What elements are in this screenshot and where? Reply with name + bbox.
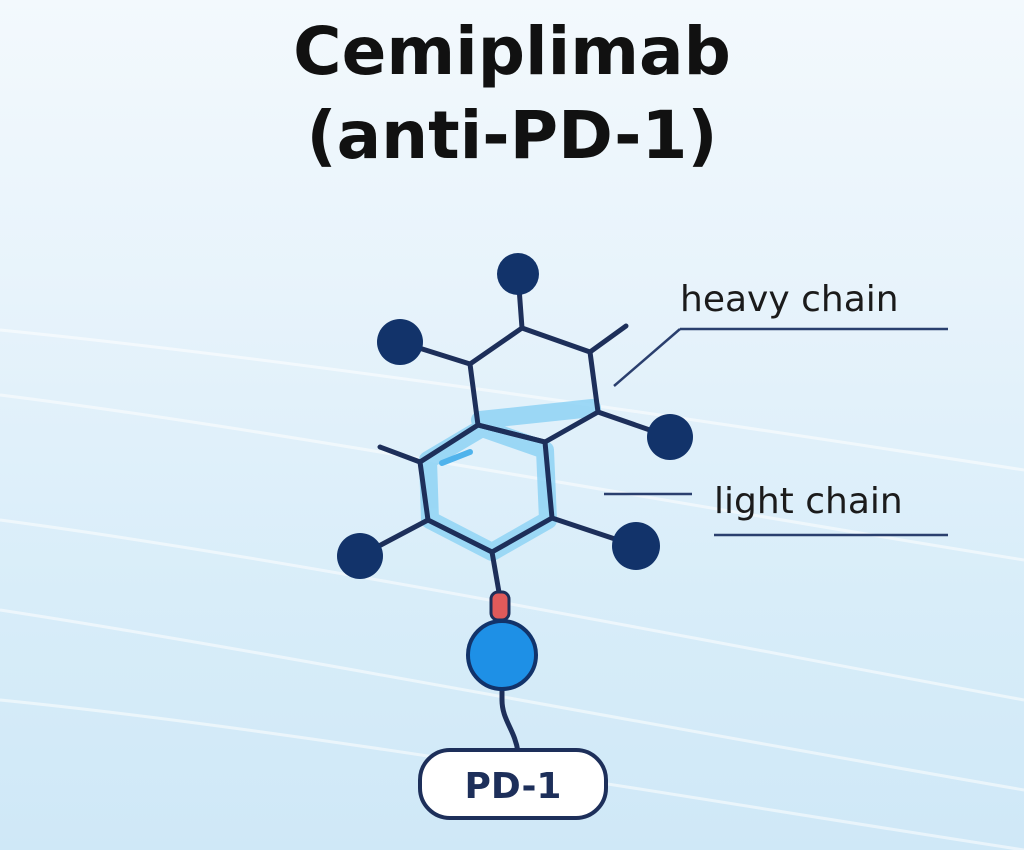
binding-linker — [489, 590, 511, 622]
page-title: Cemiplimab (anti-PD-1) — [0, 10, 1024, 178]
target-badge: PD-1 — [418, 748, 608, 820]
heavy-chain-callout: heavy chain — [613, 279, 948, 387]
title-line-2: (anti-PD-1) — [306, 97, 718, 174]
atom-node-upper-left — [377, 319, 423, 365]
title-line-1: Cemiplimab — [293, 13, 731, 90]
target-node — [466, 619, 538, 691]
atom-node-lower-left — [337, 533, 383, 579]
atom-nodes — [337, 253, 693, 579]
target-label: PD-1 — [465, 766, 562, 807]
atom-node-top — [497, 253, 539, 295]
inner-double-bond — [439, 449, 473, 466]
atom-node-upper-right — [647, 414, 693, 460]
light-chain-label: light chain — [714, 481, 903, 522]
heavy-chain-label: heavy chain — [680, 279, 899, 320]
light-chain-callout: light chain — [604, 481, 948, 537]
atom-node-lower-right — [612, 522, 660, 570]
